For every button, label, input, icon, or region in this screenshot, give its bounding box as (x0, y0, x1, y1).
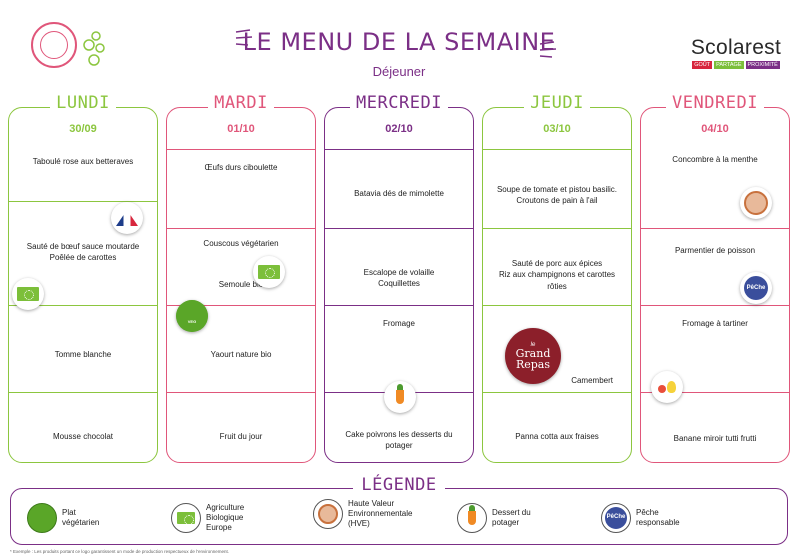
legend-title: LÉGENDE (11, 475, 787, 495)
eu-organic-leaf-icon (253, 256, 285, 288)
french-origin-icon (111, 202, 143, 234)
day-column-mardi: MARDI 01/10 Œufs durs ciboulette Couscou… (166, 93, 316, 463)
menu-item-main: Couscous végétarien (203, 239, 279, 249)
day-column-vendredi: VENDREDI 04/10 Concombre à la menthe Par… (640, 93, 790, 463)
day-name: VENDREDI (641, 93, 789, 113)
legend-item-peche: PêChe Pêche responsable (601, 503, 680, 533)
legend-item-potager: Dessert du potager (457, 503, 531, 533)
brand-tag-2: PARTAGE (714, 61, 744, 69)
menu-item-dairy: Yaourt nature bio (210, 350, 272, 360)
day-date: 03/10 (543, 123, 571, 135)
brand-tag-3: PROXIMITÉ (745, 61, 780, 69)
menu-item-cheese: Fromage (382, 319, 415, 329)
menu-item-main: Sauté de bœuf sauce moutarde Poêlée de c… (26, 241, 140, 262)
menu-item-cheese: Camembert (571, 376, 613, 386)
hve-icon (740, 187, 772, 219)
brand-name: Scolarest (690, 36, 782, 59)
fish-icon: PêChe (740, 272, 772, 304)
menu-item-dessert: Panna cotta aux fraises (515, 432, 599, 442)
day-name: MERCREDI (325, 93, 473, 113)
menu-item-main: Escalope de volaille Coquillettes (363, 267, 435, 288)
menu-item-starter: Concombre à la menthe (672, 155, 758, 165)
day-date: 04/10 (701, 123, 729, 135)
brand-tag-1: GOÛT (692, 61, 713, 69)
menu-item-main: Sauté de porc aux épices Riz aux champig… (498, 259, 616, 291)
footnote: * Exemple : Les produits portant ce logo… (10, 549, 229, 554)
header: LE MENU DE LA SEMAINE Déjeuner Scolarest… (0, 0, 798, 90)
vegetarian-icon (27, 503, 57, 533)
grand-repas-icon: le Grand Repas (505, 328, 561, 384)
legend: LÉGENDE Plat végétarien Agriculture Biol… (10, 475, 788, 545)
carrot-icon (384, 381, 416, 413)
carrot-icon (457, 503, 487, 533)
eu-organic-leaf-icon (12, 278, 44, 310)
meal-subtitle: Déjeuner (372, 64, 426, 79)
fish-icon: PêChe (601, 503, 631, 533)
menu-item-cheese: Tomme blanche (54, 350, 112, 360)
day-date: 02/10 (385, 123, 413, 135)
title-deco-left-icon (235, 29, 253, 46)
day-column-mercredi: MERCREDI 02/10 Batavia dés de mimolette … (324, 93, 474, 463)
eu-organic-leaf-icon (171, 503, 201, 533)
menu-item-dessert: Cake poivrons les desserts du potager (345, 429, 453, 450)
menu-item-starter: Taboulé rose aux betteraves (32, 157, 134, 167)
fruits-icon (651, 371, 683, 403)
vegetarian-icon: VEG (176, 300, 208, 332)
menu-item-side: Semoule bio (218, 280, 264, 290)
day-column-lundi: LUNDI 30/09 Taboulé rose aux betteraves … (8, 93, 158, 463)
menu-item-starter: Œufs durs ciboulette (204, 163, 278, 173)
legend-item-vegetarian: Plat végétarien (27, 503, 99, 533)
page-title: LE MENU DE LA SEMAINE (242, 28, 556, 56)
menu-item-starter: Batavia dés de mimolette (354, 189, 444, 199)
day-column-jeudi: JEUDI 03/10 Soupe de tomate et pistou ba… (482, 93, 632, 463)
day-date: 30/09 (69, 123, 97, 135)
bubbles-icon (83, 31, 105, 66)
menu-item-dessert: Mousse chocolat (52, 432, 114, 442)
menu-item-main: Parmentier de poisson (674, 246, 756, 256)
menu-item-cheese: Fromage à tartiner (682, 319, 748, 329)
day-name: JEUDI (483, 93, 631, 113)
menu-item-dessert: Fruit du jour (219, 432, 263, 442)
title-deco-right-icon (539, 41, 557, 58)
fait-maison-seal-icon (31, 22, 77, 68)
menu-item-dessert: Banane miroir tutti frutti (673, 434, 757, 444)
day-name: MARDI (167, 93, 315, 113)
brand-logo: Scolarest GOÛT PARTAGE PROXIMITÉ (688, 36, 784, 69)
day-date: 01/10 (227, 123, 255, 135)
menu-item-starter: Soupe de tomate et pistou basilic. Crout… (496, 184, 618, 205)
legend-item-hve: Haute Valeur Environnementale (HVE) (313, 499, 412, 529)
legend-item-organic: Agriculture Biologique Europe (171, 503, 244, 533)
brand-tagline: GOÛT PARTAGE PROXIMITÉ (688, 61, 784, 69)
hve-icon (313, 499, 343, 529)
day-name: LUNDI (9, 93, 157, 113)
